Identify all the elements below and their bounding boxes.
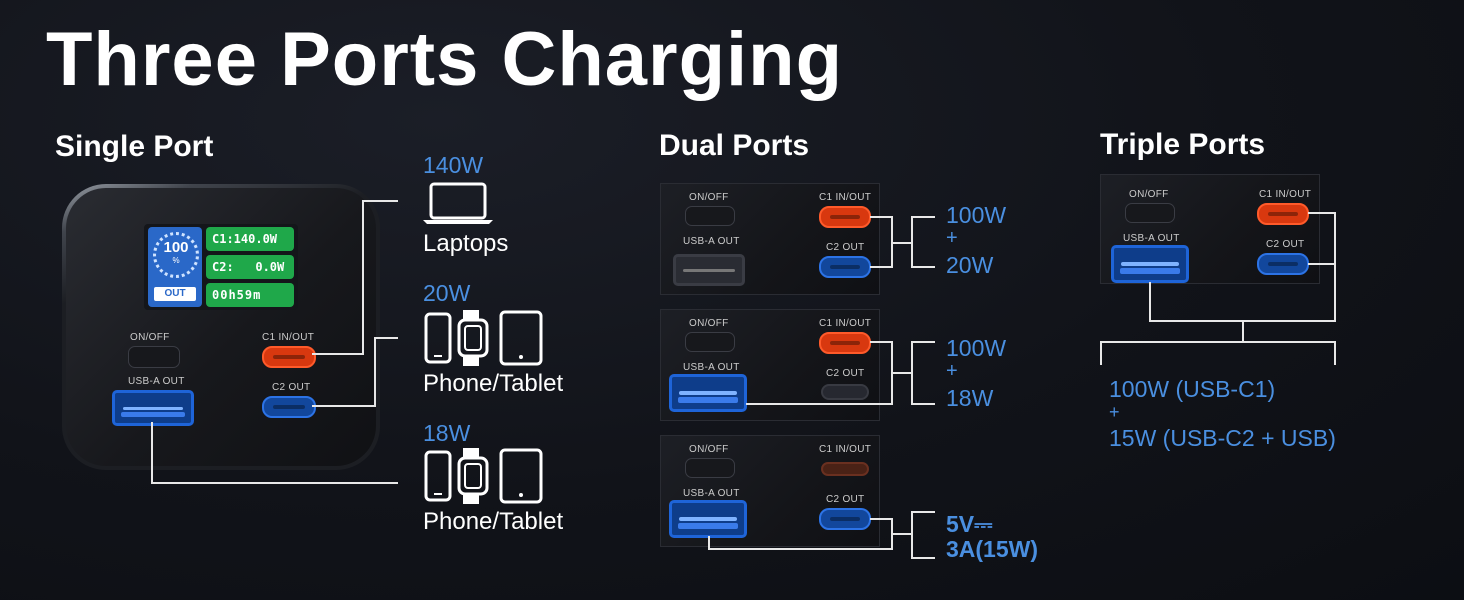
usb-c1-port[interactable] <box>821 462 869 476</box>
usb-a-port[interactable] <box>669 374 747 412</box>
onoff-button[interactable] <box>1125 203 1175 223</box>
c2-label: C2 OUT <box>826 242 865 253</box>
dual-3-top: 5V⎓ <box>946 511 993 537</box>
usb-a-port[interactable] <box>112 390 194 426</box>
c2-label: C2 OUT <box>1266 239 1305 250</box>
triple-plus: + <box>1109 402 1120 422</box>
onoff-button[interactable] <box>685 206 735 226</box>
usb-c2-port[interactable] <box>1257 253 1309 275</box>
onoff-label: ON/OFF <box>1129 189 1169 200</box>
dual-2-bottom: 18W <box>946 385 994 411</box>
onoff-button[interactable] <box>685 332 735 352</box>
usb-c2-port[interactable] <box>821 384 869 400</box>
charger-device: 100 % OUT C1:140.0W C2: 0.0W 00h59m ON/O… <box>62 184 380 470</box>
section-dual-ports: Dual Ports <box>659 129 810 162</box>
dual-1-bottom: 20W <box>946 252 994 278</box>
usba-label: USB-A OUT <box>128 376 185 387</box>
triple-line-1: 100W (USB-C1) <box>1109 376 1276 402</box>
readout-timer: 00h59m <box>206 283 294 307</box>
c1-label: C1 IN/OUT <box>819 444 872 455</box>
section-triple-ports: Triple Ports <box>1100 128 1266 161</box>
dual-3-bottom: 3A(15W) <box>946 536 1039 562</box>
usb-a-port[interactable] <box>1111 245 1189 283</box>
usb-c1-port[interactable] <box>1257 203 1309 225</box>
usb-c2-port[interactable] <box>262 396 316 418</box>
onoff-label: ON/OFF <box>689 192 729 203</box>
dual-panel-1: ON/OFF C1 IN/OUT USB-A OUT C2 OUT <box>660 183 880 295</box>
usb-c1-port[interactable] <box>819 206 871 228</box>
laptop-icon <box>423 182 493 224</box>
usba-label: USB-A OUT <box>683 488 740 499</box>
dual-1-top: 100W <box>946 202 1007 228</box>
usb-c1-port[interactable] <box>819 332 871 354</box>
dual-panel-2: ON/OFF C1 IN/OUT USB-A OUT C2 OUT <box>660 309 880 421</box>
usb-c2-port[interactable] <box>819 508 871 530</box>
onoff-label: ON/OFF <box>689 318 729 329</box>
usb-c1-port[interactable] <box>262 346 316 368</box>
onoff-label: ON/OFF <box>130 332 170 343</box>
single-device-1: Laptops <box>423 230 509 257</box>
phone-watch-tablet-icon <box>424 448 543 504</box>
usb-a-port[interactable] <box>669 500 747 538</box>
dual-panel-3: ON/OFF C1 IN/OUT USB-A OUT C2 OUT <box>660 435 880 547</box>
charger-display: 100 % OUT C1:140.0W C2: 0.0W 00h59m <box>144 224 298 310</box>
c2-label: C2 OUT <box>826 368 865 379</box>
c1-label: C1 IN/OUT <box>262 332 315 343</box>
triple-panel: ON/OFF C1 IN/OUT USB-A OUT C2 OUT <box>1100 174 1320 284</box>
single-device-2: Phone/Tablet <box>423 370 564 397</box>
percent-sign: % <box>172 256 180 265</box>
section-single-port: Single Port <box>55 130 214 163</box>
readout-c2: C2: 0.0W <box>206 255 294 279</box>
dual-2-top: 100W <box>946 335 1007 361</box>
usba-label: USB-A OUT <box>683 362 740 373</box>
onoff-button[interactable] <box>685 458 735 478</box>
triple-line-2: 15W (USB-C2 + USB) <box>1109 425 1336 451</box>
dual-1-plus: + <box>946 227 958 249</box>
battery-percent: 100 <box>163 239 189 256</box>
phone-watch-tablet-icon <box>424 310 543 366</box>
readout-c1: C1:140.0W <box>206 227 294 251</box>
c2-label: C2 OUT <box>272 382 311 393</box>
onoff-label: ON/OFF <box>689 444 729 455</box>
c1-label: C1 IN/OUT <box>819 192 872 203</box>
usb-a-port[interactable] <box>673 254 745 286</box>
c1-label: C1 IN/OUT <box>1259 189 1312 200</box>
page-title: Three Ports Charging <box>46 17 843 102</box>
c2-label: C2 OUT <box>826 494 865 505</box>
single-device-3: Phone/Tablet <box>423 508 564 535</box>
c1-label: C1 IN/OUT <box>819 318 872 329</box>
usba-label: USB-A OUT <box>683 236 740 247</box>
out-badge: OUT <box>154 287 196 301</box>
onoff-button[interactable] <box>128 346 180 368</box>
usba-label: USB-A OUT <box>1123 233 1180 244</box>
dual-2-plus: + <box>946 360 958 382</box>
single-watts-3: 18W <box>423 420 471 446</box>
usb-c2-port[interactable] <box>819 256 871 278</box>
battery-ring-icon <box>153 232 199 278</box>
single-watts-2: 20W <box>423 280 471 306</box>
single-watts-1: 140W <box>423 152 484 178</box>
